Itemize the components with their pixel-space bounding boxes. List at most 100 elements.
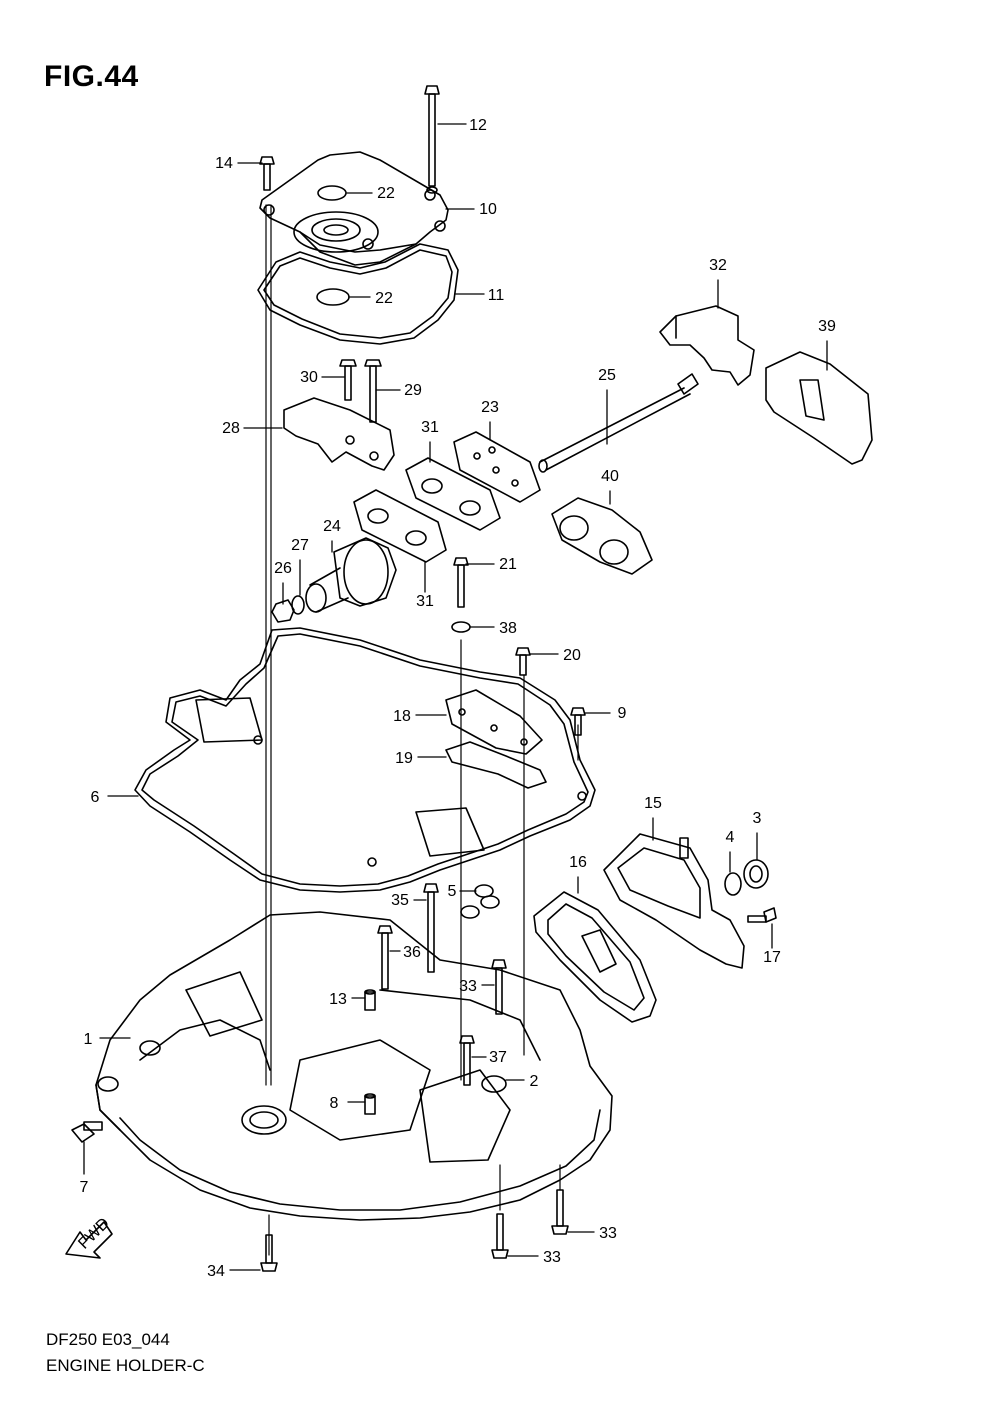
part-number-label: 4 bbox=[726, 829, 735, 846]
bolt-36 bbox=[377, 925, 393, 990]
part-number-label: 7 bbox=[80, 1179, 89, 1196]
plate-18 bbox=[445, 689, 543, 755]
callout-p21: 21 bbox=[465, 556, 517, 573]
callout-p35: 35 bbox=[391, 892, 427, 909]
gasket-16 bbox=[533, 891, 657, 1023]
part-number-label: 37 bbox=[489, 1049, 507, 1066]
footer-model-code: DF250 E03_044 bbox=[46, 1330, 170, 1349]
callout-p32: 32 bbox=[709, 257, 727, 309]
part-number-label: 36 bbox=[403, 944, 421, 961]
part-number-label: 11 bbox=[488, 287, 505, 304]
bolt-20 bbox=[515, 647, 531, 676]
callout-p13: 13 bbox=[329, 991, 366, 1008]
bolt-17 bbox=[747, 907, 777, 923]
part-number-label: 39 bbox=[818, 318, 836, 335]
callout-p30: 30 bbox=[300, 369, 345, 386]
part-number-label: 13 bbox=[329, 991, 347, 1008]
part-number-label: 40 bbox=[601, 468, 619, 485]
o-ring-2 bbox=[481, 1075, 507, 1093]
callout-p4: 4 bbox=[726, 829, 735, 873]
part-number-label: 17 bbox=[763, 949, 781, 966]
part-number-label: 33 bbox=[543, 1249, 561, 1266]
part-number-label: 28 bbox=[222, 420, 240, 437]
callout-p37: 37 bbox=[471, 1049, 507, 1066]
bolt-35 bbox=[423, 883, 439, 973]
callout-p34: 34 bbox=[207, 1263, 261, 1280]
plate-31-upper bbox=[405, 457, 501, 531]
bolt-21 bbox=[453, 557, 469, 608]
dowel-8 bbox=[364, 1093, 376, 1115]
callout-p22a: 22 bbox=[346, 185, 395, 202]
part-number-label: 18 bbox=[393, 708, 411, 725]
part-number-label: 20 bbox=[563, 647, 581, 664]
callout-p31a: 31 bbox=[421, 419, 439, 463]
gasket-6 bbox=[134, 627, 596, 893]
callout-p36: 36 bbox=[389, 944, 421, 961]
mount-24 bbox=[305, 537, 397, 613]
long-bolt-12 bbox=[424, 85, 440, 194]
callout-p11: 11 bbox=[455, 287, 505, 304]
callout-p39: 39 bbox=[818, 318, 836, 371]
part-number-label: 21 bbox=[499, 556, 517, 573]
callout-p5: 5 bbox=[448, 883, 477, 900]
callout-p28: 28 bbox=[222, 420, 283, 437]
callout-p33a: 33 bbox=[459, 978, 495, 995]
part-number-label: 15 bbox=[644, 795, 662, 812]
callout-p26: 26 bbox=[274, 560, 292, 605]
callout-p29: 29 bbox=[375, 382, 422, 399]
part-number-label: 25 bbox=[598, 367, 616, 384]
part-number-label: 23 bbox=[481, 399, 499, 416]
bolt-30 bbox=[339, 359, 357, 401]
part-number-label: 12 bbox=[469, 117, 487, 134]
callout-p24: 24 bbox=[323, 518, 341, 553]
part-number-label: 14 bbox=[215, 155, 233, 172]
callout-p40: 40 bbox=[601, 468, 619, 505]
bolt-33-lower-right bbox=[551, 1189, 569, 1235]
callout-p8: 8 bbox=[330, 1095, 366, 1112]
callout-p16: 16 bbox=[569, 854, 587, 894]
part-number-label: 32 bbox=[709, 257, 727, 274]
bolt-37 bbox=[459, 1035, 475, 1086]
callout-p22b: 22 bbox=[348, 290, 393, 307]
callout-p6: 6 bbox=[91, 789, 139, 806]
plug-7 bbox=[71, 1121, 103, 1143]
part-number-label: 31 bbox=[421, 419, 439, 436]
plate-39 bbox=[765, 351, 873, 465]
part-number-label: 33 bbox=[459, 978, 477, 995]
bracket-28 bbox=[283, 397, 395, 471]
o-rings-5 bbox=[460, 884, 500, 919]
gasket-11 bbox=[257, 243, 459, 345]
callout-p19: 19 bbox=[395, 750, 447, 767]
guide-lines bbox=[265, 204, 579, 1256]
part-number-label: 19 bbox=[395, 750, 413, 767]
callout-p25: 25 bbox=[598, 367, 616, 445]
callout-p31b: 31 bbox=[416, 561, 434, 610]
callout-p9: 9 bbox=[584, 705, 627, 722]
dowel-13 bbox=[364, 989, 376, 1011]
part-number-label: 16 bbox=[569, 854, 587, 871]
callout-p20: 20 bbox=[529, 647, 581, 664]
plate-23 bbox=[453, 431, 541, 503]
callout-p3: 3 bbox=[753, 810, 762, 861]
part-number-label: 22 bbox=[377, 185, 395, 202]
nut-26 bbox=[271, 599, 295, 623]
block-40 bbox=[551, 497, 653, 575]
part-number-label: 33 bbox=[599, 1225, 617, 1242]
part-number-label: 34 bbox=[207, 1263, 225, 1280]
part-number-label: 3 bbox=[753, 810, 762, 827]
part-number-label: 31 bbox=[416, 593, 434, 610]
callout-p14: 14 bbox=[215, 155, 263, 172]
figure-title: FIG.44 bbox=[44, 60, 139, 93]
part-number-label: 10 bbox=[479, 201, 497, 218]
callout-p33c: 33 bbox=[567, 1225, 617, 1242]
callout-p23: 23 bbox=[481, 399, 499, 441]
washer-38 bbox=[451, 621, 471, 633]
bolt-34 bbox=[260, 1234, 278, 1272]
washer-27 bbox=[291, 595, 305, 615]
part-number-label: 38 bbox=[499, 620, 517, 637]
bolt-9 bbox=[570, 707, 586, 736]
fwd-arrow-icon bbox=[65, 1221, 113, 1259]
bolt-33-upper bbox=[491, 959, 507, 1015]
callout-p18: 18 bbox=[393, 708, 447, 725]
